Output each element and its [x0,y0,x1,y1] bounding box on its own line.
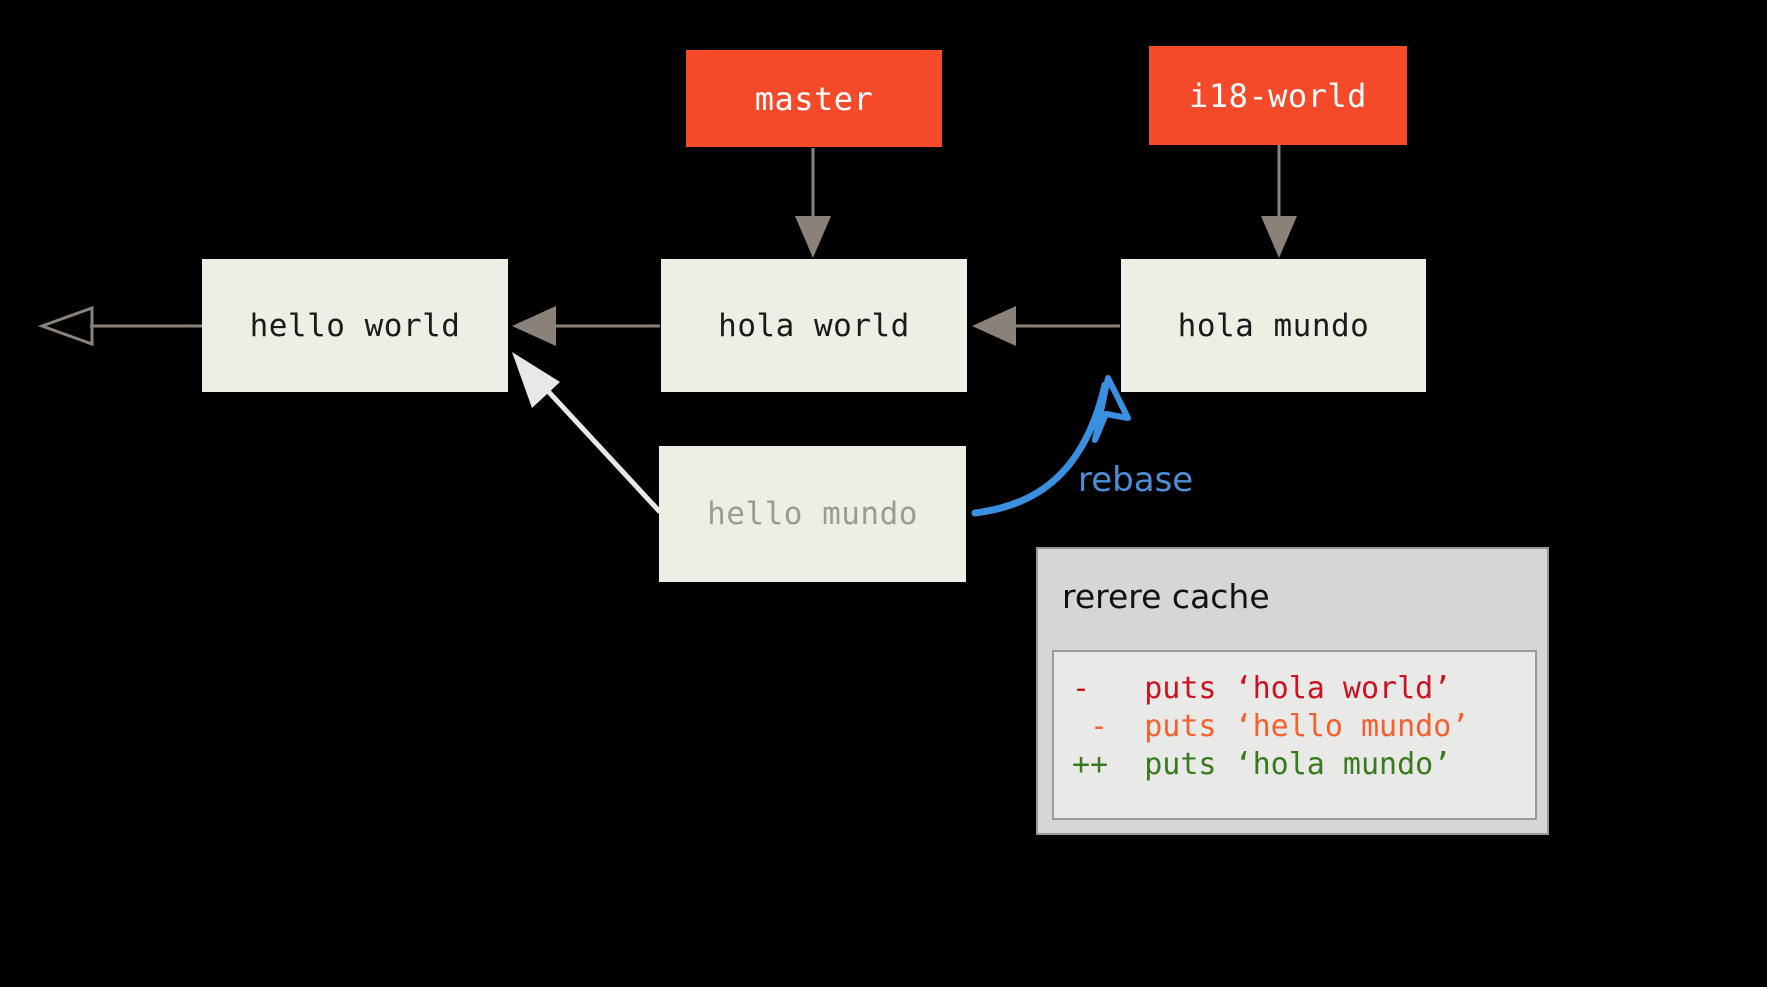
rerere-code-line-added-hola-mundo: ++ puts ‘hola mundo’ [1072,747,1452,782]
commit-hola-world[interactable]: hola world [661,259,967,392]
branch-label-master[interactable]: master [686,50,942,147]
commit-hello-mundo[interactable]: hello mundo [659,446,966,582]
commit-hola-mundo[interactable]: hola mundo [1121,259,1426,392]
rerere-cache-title: rerere cache [1062,577,1270,616]
history-continues-arrow [37,305,202,347]
edge-hola-mundo-to-hola-world [972,306,1120,346]
edge-hola-world-to-hello-world [512,306,660,346]
rerere-cache-code-block: - puts ‘hola world’ - puts ‘hello mundo’… [1052,650,1537,820]
commit-hola-world-label: hola world [718,307,910,344]
commit-hello-world[interactable]: hello world [202,259,508,392]
rerere-cache-panel: rerere cache - puts ‘hola world’ - puts … [1036,547,1549,835]
rebase-annotation-label: rebase [1078,460,1194,500]
branch-label-master-text: master [754,79,874,118]
edge-master-to-hola-world [795,148,831,258]
commit-hello-world-label: hello world [249,307,461,344]
branch-label-i18-world-text: i18-world [1189,76,1367,115]
rerere-code-line-removed-hola-world: - puts ‘hola world’ [1072,671,1452,706]
edge-i18-world-to-hola-mundo [1261,145,1297,258]
branch-label-i18-world[interactable]: i18-world [1149,46,1407,145]
commit-hello-mundo-label: hello mundo [707,496,918,532]
edge-hello-mundo-to-hello-world [512,352,662,514]
commit-hola-mundo-label: hola mundo [1177,307,1370,344]
rerere-code-line-removed-hello-mundo: - puts ‘hello mundo’ [1072,709,1470,744]
